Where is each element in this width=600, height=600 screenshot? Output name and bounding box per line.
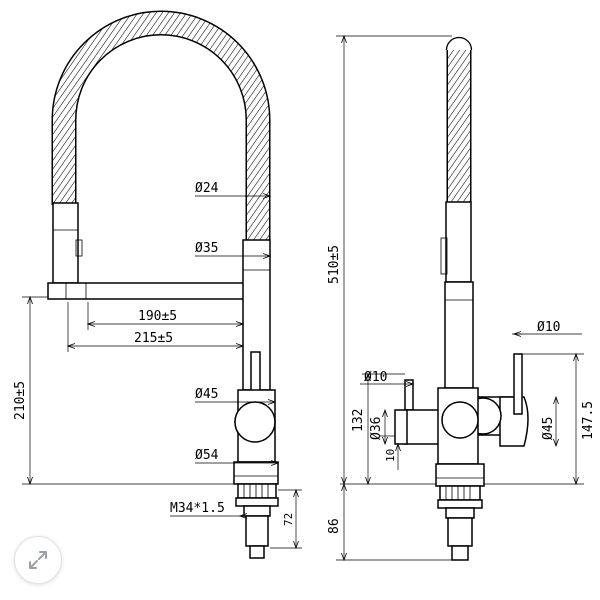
label-spout-height: 210±5 [13,381,28,420]
front-hose [51,10,271,240]
side-base [435,463,485,487]
label-base-diameter: Ø54 [195,448,219,463]
front-shank [235,483,279,559]
label-side-shank-length: 86 [327,518,342,534]
side-dimensions [336,36,584,560]
label-filter-height: 132 [351,409,366,432]
side-left-valve [394,379,444,445]
label-lever-body-diameter: Ø45 [541,417,556,440]
expand-button[interactable] [14,536,62,584]
front-base [233,461,279,485]
label-filter-body-diameter: Ø36 [369,417,384,440]
label-lever-diameter: Ø45 [195,387,218,402]
side-spray-head [445,201,472,283]
label-body-diameter: Ø35 [195,241,218,256]
label-hose-diameter: Ø24 [195,181,219,196]
front-dimensions [22,196,302,548]
front-spout-arm [47,282,245,300]
side-view: 510±5 86 Ø10 132 Ø36 10 Ø10 Ø45 147.5 [327,36,596,560]
side-hose [445,36,473,203]
label-filter-lever-diameter: Ø10 [364,370,387,385]
front-spray-head [52,202,79,284]
label-thread: M34*1.5 [170,501,225,516]
expand-arrows-icon [29,551,47,569]
label-small-lever-diameter: Ø10 [537,320,560,335]
label-reach-outer: 215±5 [134,331,173,346]
label-reach-inner: 190±5 [138,309,177,324]
label-front-shank-length: 72 [282,513,295,526]
side-shank [437,485,483,561]
label-lever-height: 147.5 [581,401,596,440]
label-offset: 10 [384,449,397,462]
label-total-height: 510±5 [327,245,342,284]
side-body [444,281,474,389]
front-view: Ø24 Ø35 190±5 215±5 210±5 Ø45 Ø54 M34*1.… [13,10,302,559]
